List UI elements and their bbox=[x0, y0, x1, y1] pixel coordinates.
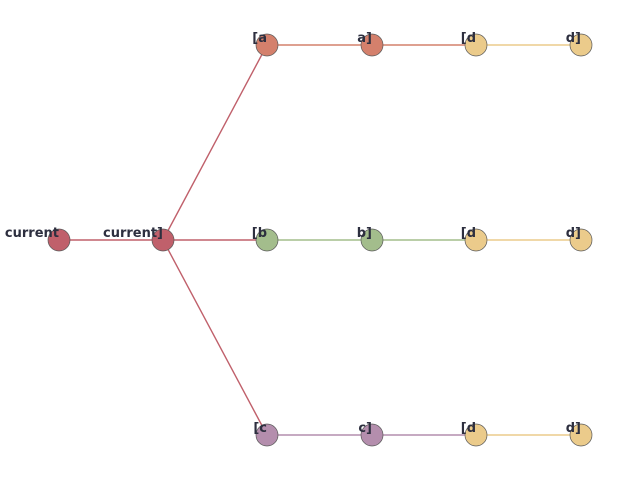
node-label: [d bbox=[461, 226, 476, 241]
edge-layer bbox=[59, 44, 581, 436]
node-label: d] bbox=[566, 421, 581, 436]
node-layer: current current] [a a] [d d] [b b] [d d] [c c] [d d] bbox=[5, 31, 593, 447]
node-label: c] bbox=[358, 421, 372, 436]
node-n13: d] bbox=[566, 421, 593, 447]
edge-n1-n10 bbox=[162, 239, 268, 436]
node-label: d] bbox=[566, 31, 581, 46]
node-label: [a bbox=[252, 31, 267, 46]
node-circle bbox=[464, 423, 488, 447]
node-circle bbox=[464, 228, 488, 252]
node-n3: a] bbox=[357, 31, 384, 57]
node-n12: [d bbox=[461, 421, 488, 447]
node-n10: [c bbox=[253, 421, 279, 447]
node-circle bbox=[569, 228, 593, 252]
node-circle bbox=[255, 423, 279, 447]
node-label: a] bbox=[357, 31, 372, 46]
node-n8: [d bbox=[461, 226, 488, 252]
node-circle bbox=[360, 33, 384, 57]
node-n0: current bbox=[5, 226, 71, 252]
node-n5: d] bbox=[566, 31, 593, 57]
node-n11: c] bbox=[358, 421, 384, 447]
node-n6: [b bbox=[252, 226, 279, 252]
node-circle bbox=[569, 423, 593, 447]
node-circle bbox=[255, 228, 279, 252]
node-circle bbox=[569, 33, 593, 57]
node-circle bbox=[360, 423, 384, 447]
node-label: b] bbox=[357, 226, 372, 241]
node-label: current] bbox=[103, 226, 163, 241]
node-n9: d] bbox=[566, 226, 593, 252]
node-circle bbox=[47, 228, 71, 252]
node-circle bbox=[464, 33, 488, 57]
node-label: current bbox=[5, 226, 59, 241]
node-label: [b bbox=[252, 226, 267, 241]
node-label: d] bbox=[566, 226, 581, 241]
node-n2: [a bbox=[252, 31, 279, 57]
node-n4: [d bbox=[461, 31, 488, 57]
node-label: [d bbox=[461, 421, 476, 436]
node-label: [c bbox=[253, 421, 267, 436]
node-n1: current] bbox=[103, 226, 175, 252]
node-circle bbox=[255, 33, 279, 57]
node-label: [d bbox=[461, 31, 476, 46]
node-n7: b] bbox=[357, 226, 384, 252]
edge-n1-n2 bbox=[162, 44, 268, 241]
node-circle bbox=[360, 228, 384, 252]
node-circle bbox=[151, 228, 175, 252]
